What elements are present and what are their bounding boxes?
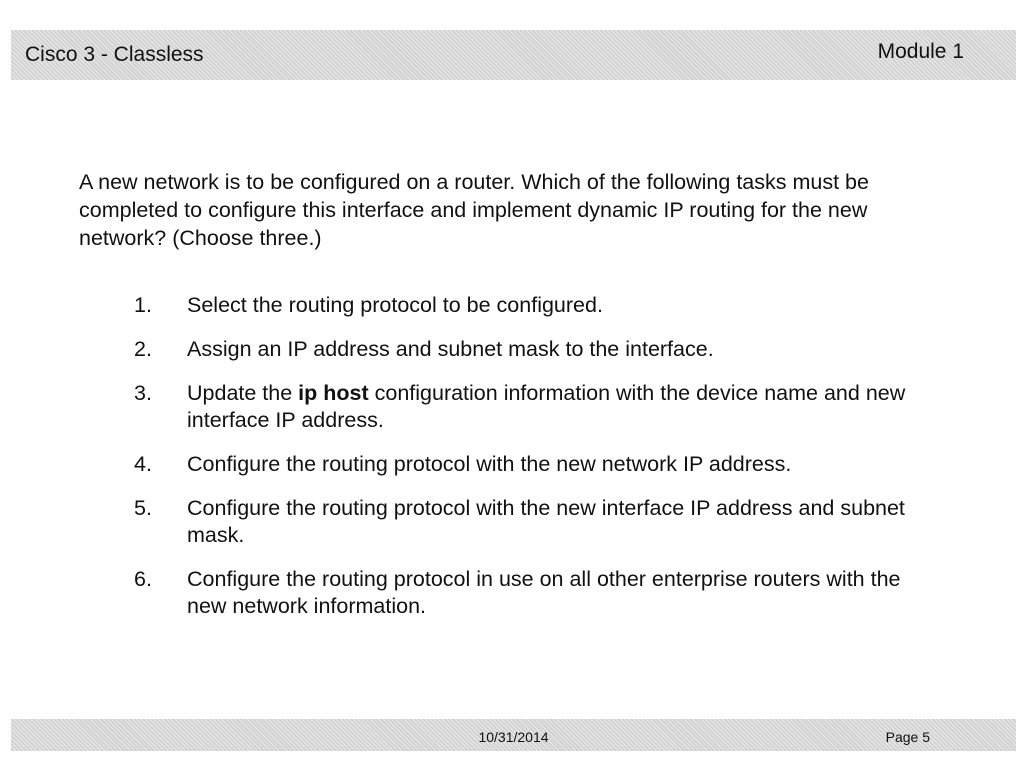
answer-option-5: 5. Configure the routing protocol with t… xyxy=(134,495,934,549)
option-number: 6. xyxy=(134,567,152,591)
option-number: 5. xyxy=(134,496,152,520)
option-number: 2. xyxy=(134,337,152,361)
answer-option-6: 6. Configure the routing protocol in use… xyxy=(134,566,934,620)
option-text-after: configuration information with the devic… xyxy=(187,381,906,432)
question-text: A new network is to be configured on a r… xyxy=(79,170,869,250)
option-command-keyword: ip host xyxy=(298,381,369,405)
option-text: Update the ip host configuration informa… xyxy=(187,381,905,432)
answer-option-4: 4. Configure the routing protocol with t… xyxy=(134,451,934,478)
module-label: Module 1 xyxy=(877,40,964,63)
answer-option-1: 1. Select the routing protocol to be con… xyxy=(134,292,934,319)
option-number: 1. xyxy=(134,293,152,317)
answer-option-3: 3. Update the ip host configuration info… xyxy=(134,380,934,434)
option-text: Configure the routing protocol with the … xyxy=(187,452,792,476)
option-text: Configure the routing protocol with the … xyxy=(187,496,905,547)
option-number: 3. xyxy=(134,381,152,405)
option-text: Assign an IP address and subnet mask to … xyxy=(187,337,714,361)
course-title: Cisco 3 - Classless xyxy=(25,43,204,66)
footer-bar: 10/31/2014 Page 5 xyxy=(11,719,1016,751)
header-bar: Cisco 3 - Classless Module 1 xyxy=(11,30,1016,80)
answer-options: 1. Select the routing protocol to be con… xyxy=(134,292,934,637)
option-text: Configure the routing protocol in use on… xyxy=(187,567,901,618)
answer-option-2: 2. Assign an IP address and subnet mask … xyxy=(134,336,934,363)
footer-date: 10/31/2014 xyxy=(478,729,549,745)
option-text: Select the routing protocol to be config… xyxy=(187,293,603,317)
option-text-before: Update the xyxy=(187,381,299,405)
page-number: Page 5 xyxy=(885,729,930,745)
option-number: 4. xyxy=(134,452,152,476)
